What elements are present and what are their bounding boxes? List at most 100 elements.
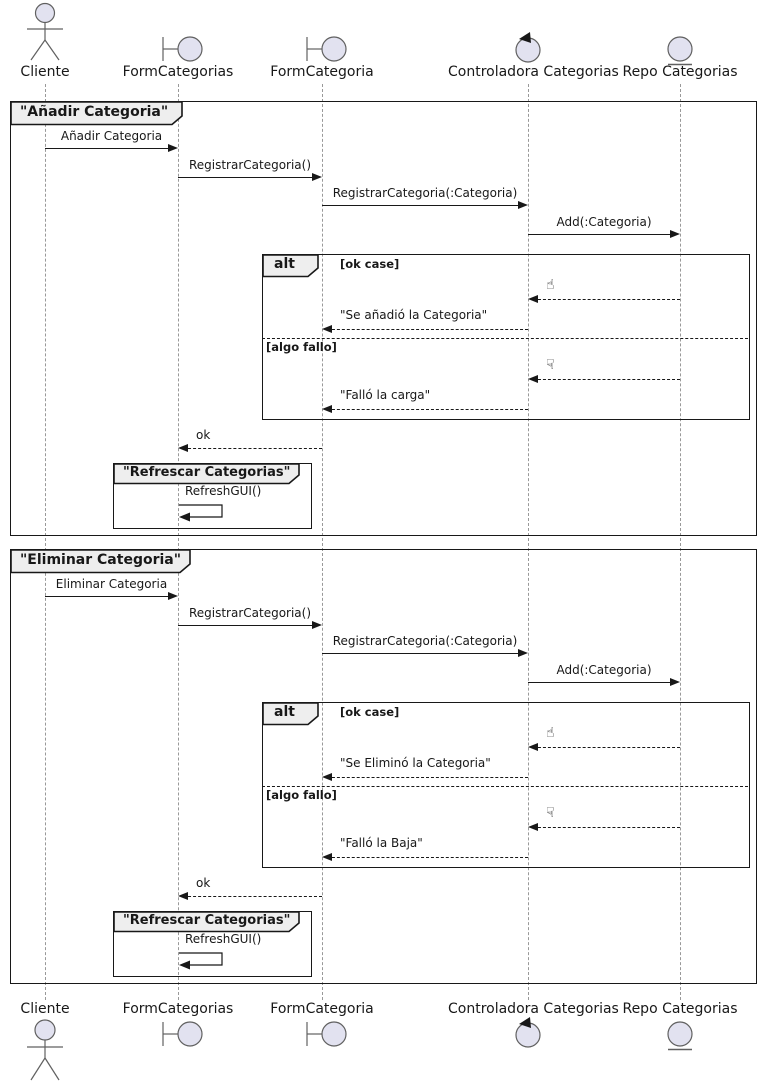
message-line xyxy=(45,596,169,597)
frame-eliminar-categoria xyxy=(10,549,757,984)
arrowhead xyxy=(518,649,528,657)
message-line xyxy=(528,682,671,683)
participant-label-cliente: Cliente xyxy=(20,1001,70,1017)
message-label: RefreshGUI() xyxy=(185,932,262,946)
lifeline-formcategorias xyxy=(178,84,179,1000)
participant-label-formcategoria: FormCategoria xyxy=(270,1001,374,1017)
lifeline-controladora xyxy=(528,84,529,1000)
alt-label: alt xyxy=(274,704,295,720)
alt-tab xyxy=(262,702,319,726)
message-label: ok xyxy=(196,876,211,890)
arrowhead xyxy=(322,773,332,781)
return-line xyxy=(327,777,528,778)
return-line xyxy=(533,379,680,380)
entity-icon xyxy=(667,36,693,66)
alt-fragment xyxy=(262,702,750,868)
message-label: RegistrarCategoria() xyxy=(188,158,312,172)
message-label: "Se añadió la Categoria" xyxy=(340,308,488,322)
arrowhead xyxy=(168,144,178,152)
message-label: ok xyxy=(196,428,211,442)
control-icon xyxy=(515,32,541,63)
arrowhead xyxy=(528,295,538,303)
lifeline-cliente xyxy=(45,84,46,1000)
message-label: "Se Eliminó la Categoria" xyxy=(340,756,491,770)
participant-label-repo: Repo Categorias xyxy=(622,64,738,80)
participant-label-controladora: Controladora Categorias xyxy=(448,64,619,80)
arrowhead xyxy=(670,678,680,686)
return-line xyxy=(183,448,322,449)
message-label: Eliminar Categoria xyxy=(55,577,168,591)
frame-tab xyxy=(10,101,183,126)
arrowhead xyxy=(322,405,332,413)
boundary-icon xyxy=(306,1021,347,1047)
lifeline-formcategoria xyxy=(322,84,323,1000)
message-line xyxy=(528,234,671,235)
actor-icon xyxy=(27,1019,63,1081)
guard-fail: [algo fallo] xyxy=(266,340,337,354)
boundary-icon xyxy=(306,36,347,62)
alt-divider xyxy=(262,338,748,339)
message-label: Añadir Categoria xyxy=(60,129,163,143)
participant-label-formcategoria: FormCategoria xyxy=(270,64,374,80)
arrowhead xyxy=(322,853,332,861)
return-line xyxy=(533,299,680,300)
frame-title: "Eliminar Categoria" xyxy=(20,552,182,568)
message-label: "Falló la Baja" xyxy=(340,836,423,850)
guard-fail: [algo fallo] xyxy=(266,788,337,802)
entity-icon xyxy=(667,1021,693,1051)
self-message-arrow xyxy=(179,504,223,522)
return-line xyxy=(327,857,528,858)
arrowhead xyxy=(312,173,322,181)
alt-label: alt xyxy=(274,256,295,272)
control-icon xyxy=(515,1017,541,1048)
arrowhead xyxy=(528,823,538,831)
message-line xyxy=(178,177,313,178)
frame-tab xyxy=(113,911,300,933)
return-line xyxy=(327,329,528,330)
participant-label-cliente: Cliente xyxy=(20,64,70,80)
thumbs-up-label: ☝ xyxy=(546,725,555,741)
message-line xyxy=(322,653,519,654)
message-label: "Falló la carga" xyxy=(340,388,431,402)
frame-tab xyxy=(10,549,191,574)
actor-icon xyxy=(27,2,63,61)
arrowhead xyxy=(168,592,178,600)
message-line xyxy=(45,148,169,149)
arrowhead xyxy=(312,621,322,629)
message-label: Add(:Categoria) xyxy=(556,663,652,677)
return-line xyxy=(533,827,680,828)
frame-tab xyxy=(113,463,300,485)
return-line xyxy=(327,409,528,410)
participant-label-controladora: Controladora Categorias xyxy=(448,1001,619,1017)
lifeline-repo xyxy=(680,84,681,1000)
guard-ok: [ok case] xyxy=(340,257,400,271)
alt-divider xyxy=(262,786,748,787)
arrowhead xyxy=(528,375,538,383)
message-label: Add(:Categoria) xyxy=(556,215,652,229)
alt-fragment xyxy=(262,254,750,420)
participant-label-formcategorias: FormCategorias xyxy=(122,1001,234,1017)
arrowhead xyxy=(528,743,538,751)
alt-tab xyxy=(262,254,319,278)
arrowhead xyxy=(178,444,188,452)
return-line xyxy=(183,896,322,897)
arrowhead xyxy=(518,201,528,209)
frame-title: "Refrescar Categorias" xyxy=(123,465,291,480)
message-label: RefreshGUI() xyxy=(185,484,262,498)
message-label: RegistrarCategoria() xyxy=(188,606,312,620)
participant-label-repo: Repo Categorias xyxy=(622,1001,738,1017)
arrowhead xyxy=(178,892,188,900)
message-label: RegistrarCategoria(:Categoria) xyxy=(332,634,518,648)
frame-title: "Refrescar Categorias" xyxy=(123,913,291,928)
self-message-arrow xyxy=(179,952,223,970)
thumbs-down-label: ☟ xyxy=(546,357,555,373)
arrowhead xyxy=(670,230,680,238)
frame-anadir-categoria xyxy=(10,101,757,536)
return-line xyxy=(533,747,680,748)
thumbs-up-label: ☝ xyxy=(546,277,555,293)
message-line xyxy=(322,205,519,206)
thumbs-down-label: ☟ xyxy=(546,805,555,821)
boundary-icon xyxy=(162,36,203,62)
frame-title: "Añadir Categoria" xyxy=(20,104,169,120)
